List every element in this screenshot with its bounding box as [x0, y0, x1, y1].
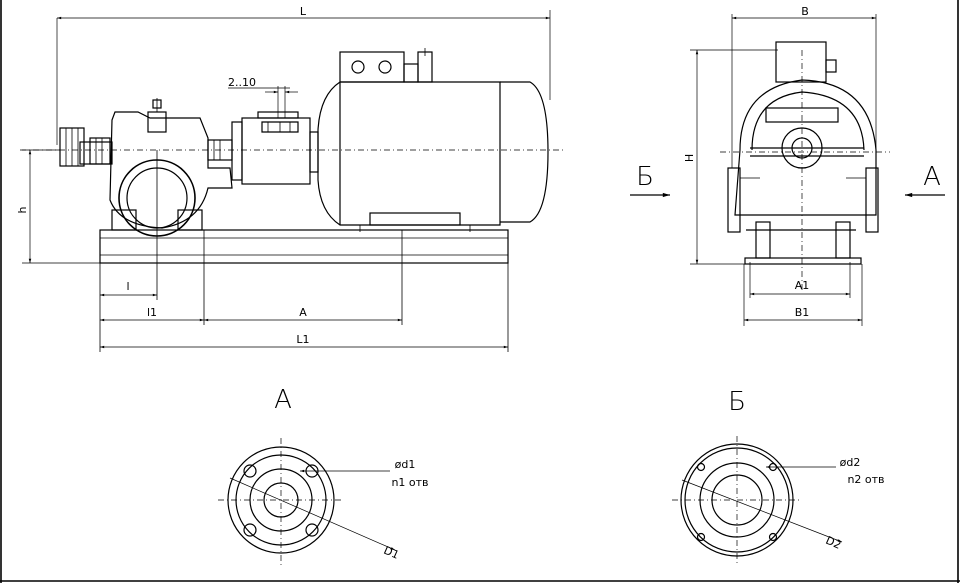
dim-B: B: [801, 5, 809, 18]
coupling: [231, 86, 311, 185]
dim-A1: A1: [795, 279, 810, 292]
flange-a-bolt-circle: D1: [382, 544, 401, 562]
view-a-arrow-label: A: [923, 162, 941, 192]
view-b-title: Б: [728, 387, 746, 417]
dim-l: l: [126, 280, 129, 293]
dim-L: L: [300, 5, 307, 18]
dim-h: h: [16, 206, 29, 213]
flange-view-a: A ød1 n1 отв D1: [218, 385, 429, 565]
flange-a-hole-count: n1 отв: [391, 476, 428, 489]
dim-L1: L1: [296, 333, 309, 346]
dim-l1: l1: [147, 306, 157, 319]
terminal-box: [339, 51, 405, 83]
dim-gap: 2..10: [228, 76, 256, 89]
end-view: B H A1 B1 Б A: [630, 5, 945, 326]
dim-H: H: [683, 154, 696, 162]
electric-motor: [309, 48, 549, 232]
flange-b-hole-dia: ød2: [840, 456, 861, 469]
flange-b-bolt-circle: D2: [824, 534, 843, 552]
flange-b-hole-count: n2 отв: [847, 473, 884, 486]
side-view: L h l l1 A L1 2..10: [16, 5, 565, 352]
view-a-title: A: [274, 385, 292, 415]
volute: [734, 79, 877, 216]
pump-casing: [59, 98, 233, 237]
dim-B1: B1: [795, 306, 810, 319]
flange-a-hole-dia: ød1: [395, 458, 416, 471]
dim-A: A: [299, 306, 307, 319]
view-b-arrow-label: Б: [636, 162, 654, 192]
flange-view-b: Б ød2 n2 отв D2: [672, 387, 885, 566]
base-frame: [99, 229, 509, 264]
